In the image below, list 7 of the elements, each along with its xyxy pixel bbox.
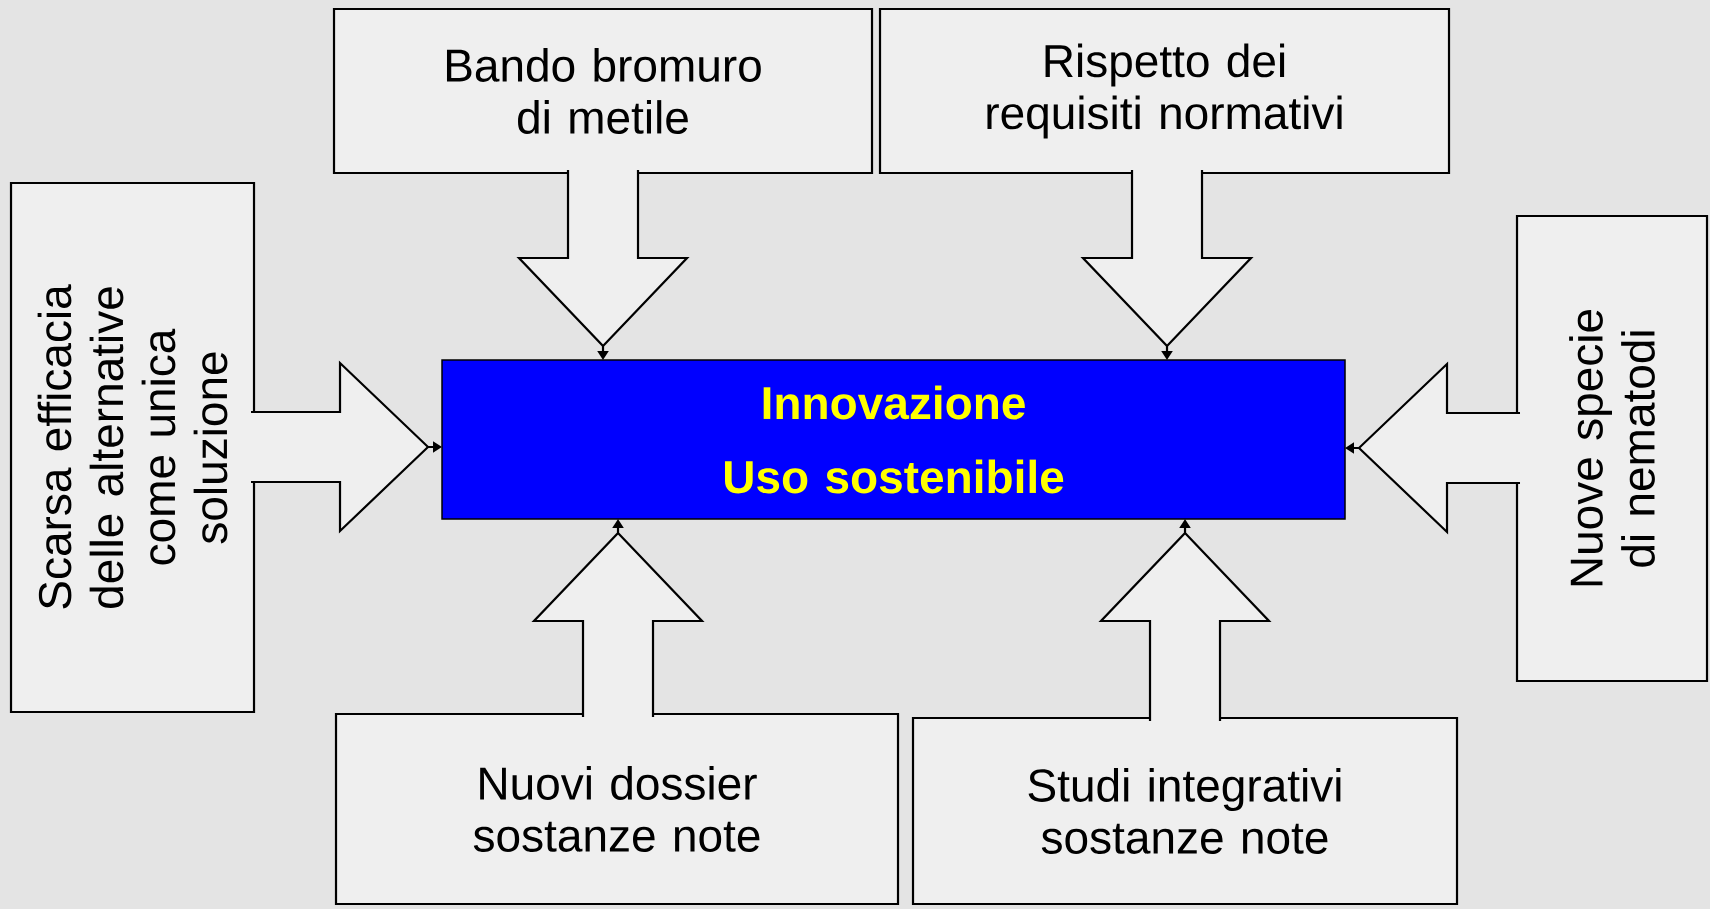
callout-box: Nuovi dossier sostanze note: [334, 712, 900, 906]
title-box: Innovazione Uso sostenibile: [441, 359, 1346, 520]
callout-box: Bando bromuro di metile: [332, 7, 874, 175]
callout-box: Studi integrativi sostanze note: [911, 716, 1459, 906]
callout-box: Rispetto dei requisiti normativi: [878, 7, 1451, 175]
callout-box: Nuove specie di nematodi: [1515, 214, 1709, 683]
callout-box: Scarsa efficacia delle alternative come unica soluzione: [9, 181, 256, 714]
